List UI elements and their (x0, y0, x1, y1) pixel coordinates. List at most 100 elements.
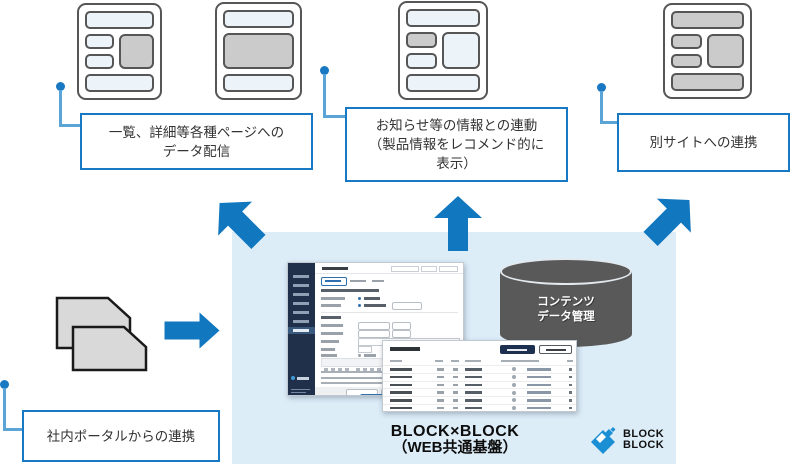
wireframe-body (85, 34, 154, 69)
cms-field-value (364, 297, 380, 300)
connector-line (600, 91, 603, 124)
cms-footer-button (346, 389, 378, 395)
cylinder-label-line2: データ管理 (537, 311, 595, 323)
wireframe-header-bar (406, 9, 480, 27)
cms-page-title-skeleton (322, 267, 348, 270)
cms-topbar (315, 263, 463, 274)
connector-dot (0, 380, 9, 389)
cms-tab-label (325, 279, 341, 282)
cms-sidebar-item (288, 282, 315, 289)
cms-table-row (383, 403, 576, 411)
cms-save-button (360, 394, 400, 395)
cms-option-pill (358, 330, 390, 338)
wireframe-block (671, 34, 702, 49)
callout-pages-line2: データ配信 (162, 143, 231, 159)
cms-table-title-skeleton (390, 347, 420, 351)
callout-other-site: 別サイトへの連携 (617, 113, 790, 172)
cms-sidebar-logo (291, 367, 309, 385)
callout-other-site-label: 別サイトへの連携 (649, 135, 758, 150)
platform-caption: BLOCK×BLOCK （WEB共通基盤） (362, 423, 548, 456)
cms-sidebar-item (288, 273, 315, 280)
blockblock-logo-icon (591, 427, 616, 454)
cms-tab-label (350, 279, 366, 282)
cms-sidebar-item (288, 318, 315, 325)
wireframe-header-bar (85, 11, 154, 29)
connector-line (323, 115, 346, 118)
cms-field-label (321, 324, 343, 327)
divider (321, 312, 458, 313)
cms-section-heading (321, 316, 341, 319)
cms-topbar-control (439, 265, 458, 272)
cms-tab-active (321, 277, 347, 286)
cms-table-header (383, 357, 576, 365)
cms-field-label (321, 332, 343, 335)
connector-dot (56, 82, 65, 91)
callout-notice-line1: お知らせ等の情報との連動 (375, 118, 538, 133)
wireframe-header-bar (671, 11, 744, 29)
content-db-cylinder: コンテンツ データ管理 (500, 258, 632, 347)
callout-pages: 一覧、詳細等各種ページへの データ配信 (80, 113, 313, 170)
cms-field-value (364, 304, 386, 307)
cms-sidebar-item (288, 327, 315, 334)
cms-number-input (358, 346, 372, 353)
wireframe-block (85, 34, 114, 49)
cms-export-button (539, 345, 572, 354)
callout-notice-line3: 表示） (436, 156, 477, 171)
cms-topbar-control (391, 265, 419, 272)
wireframe-footer-bar (406, 74, 480, 92)
cms-table-screenshot (382, 340, 577, 412)
callout-portal-label: 社内ポータルからの連携 (46, 428, 196, 444)
blockblock-logo: BLOCK BLOCK (590, 426, 664, 454)
wireframe-block (671, 53, 702, 68)
cms-field-value (364, 354, 376, 357)
cms-option-pill (392, 330, 411, 338)
wireframe-main-block (118, 34, 154, 69)
connector-line (59, 90, 62, 127)
arrow-up-icon (434, 196, 482, 251)
cms-radio (358, 353, 361, 357)
cms-table-row (383, 396, 576, 404)
wireframe-footer-bar (671, 73, 744, 91)
cms-table-row (383, 365, 576, 373)
cylinder-label-line1: コンテンツ (537, 296, 595, 308)
connector-line (3, 428, 23, 431)
cms-sidebar (288, 263, 315, 395)
callout-notice-line2: （製品情報をレコメンド的に (368, 137, 545, 152)
cms-field-label (321, 354, 337, 357)
wireframe-footer-bar (223, 74, 294, 92)
platform-subname: （WEB共通基盤） (392, 439, 518, 456)
wireframe-page-list (77, 3, 162, 100)
cms-radio (358, 296, 361, 300)
cms-sidebar-item (288, 309, 315, 316)
logo-word-2: BLOCK (623, 439, 665, 451)
wireframe-block (406, 53, 438, 69)
cylinder-top (500, 258, 632, 285)
connector-line (59, 124, 81, 127)
cms-table-body (383, 365, 576, 411)
wireframe-footer-bar (85, 74, 154, 92)
callout-notice: お知らせ等の情報との連動 （製品情報をレコメンド的に 表示） (345, 107, 568, 182)
cms-tab-label (372, 279, 384, 282)
cms-sidebar-footnote (291, 391, 306, 393)
wireframe-page-detail (215, 2, 302, 100)
cms-sidebar-item (288, 291, 315, 298)
arrow-up-right-icon (643, 198, 691, 247)
cms-create-button (500, 345, 535, 354)
wireframe-header-bar (223, 10, 294, 28)
connector-line (323, 74, 326, 118)
arrow-right-icon (164, 312, 220, 349)
wireframe-page-notice (398, 1, 488, 100)
arrow-up-left-icon (218, 201, 266, 250)
cms-option-pill (392, 322, 411, 330)
wireframe-main-block (223, 33, 294, 69)
cms-field-label (321, 348, 335, 351)
cms-option-pill (358, 322, 390, 330)
cms-field-label (321, 340, 339, 343)
cms-field-label (321, 297, 345, 300)
wireframe-block (406, 32, 438, 48)
connector-dot (320, 66, 329, 75)
cms-section-heading (321, 289, 379, 292)
connector-dot (597, 83, 606, 92)
cms-sidebar-footnote (291, 388, 310, 390)
wireframe-page-external (663, 3, 752, 99)
